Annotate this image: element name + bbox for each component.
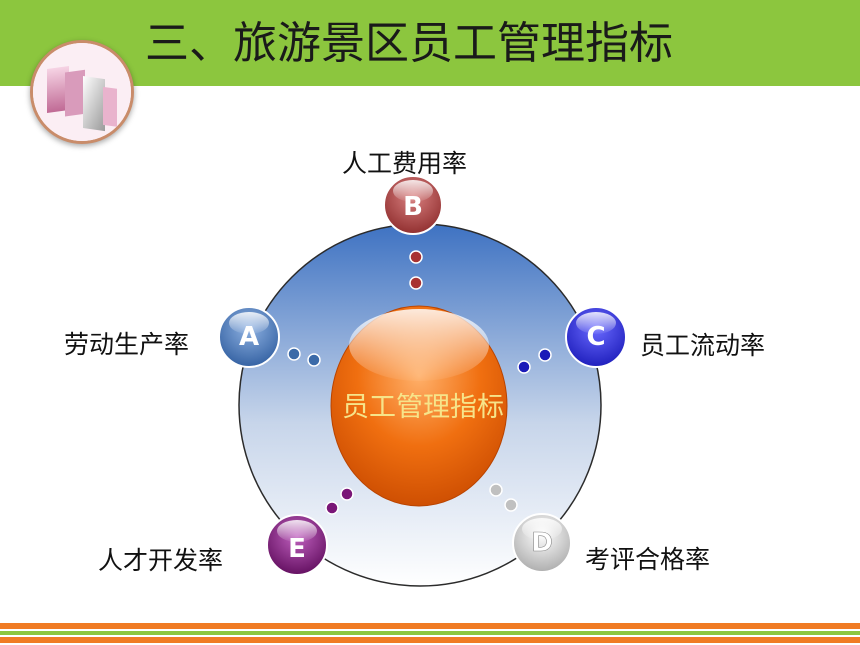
label-c: 员工流动率 — [640, 331, 766, 360]
title-bar — [0, 0, 860, 86]
center-orb — [330, 305, 508, 507]
connector-dots — [287, 250, 552, 515]
page-title: 三、旅游景区员工管理指标 — [145, 18, 673, 69]
bottom-bars — [0, 623, 860, 645]
logo-image — [30, 40, 134, 144]
label-a: 劳动生产率 — [64, 330, 190, 359]
label-b: 人工费用率 — [342, 149, 468, 178]
node-e-letter: E — [288, 534, 306, 564]
node-a — [218, 306, 280, 368]
node-b — [383, 175, 443, 235]
label-e: 人才开发率 — [98, 546, 224, 575]
node-d-letter: D — [531, 528, 553, 558]
node-e — [266, 514, 328, 576]
node-c — [565, 306, 627, 368]
node-b-letter: B — [403, 192, 423, 222]
node-a-letter: A — [239, 322, 259, 352]
center-label: 员工管理指标 — [342, 392, 504, 423]
label-d: 考评合格率 — [585, 545, 711, 574]
node-d — [512, 513, 572, 573]
node-c-letter: C — [586, 322, 605, 352]
